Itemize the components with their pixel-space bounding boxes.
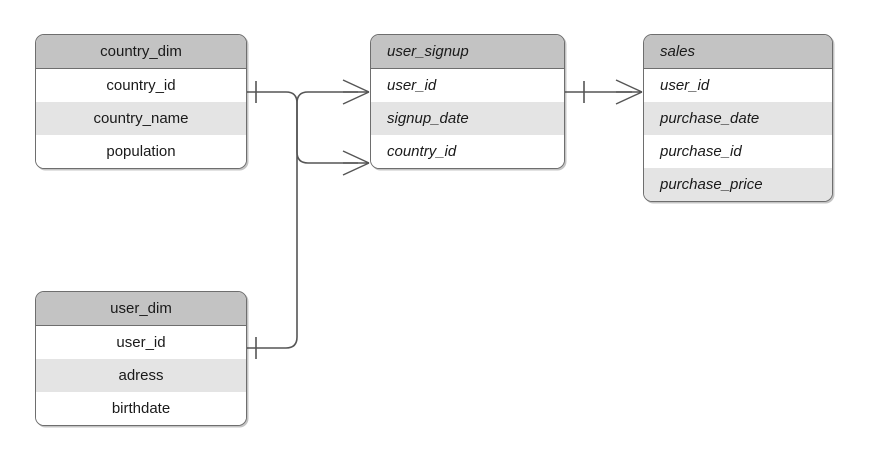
entity-field-country-name[interactable]: country_name: [36, 102, 246, 135]
entity-title-user-signup: user_signup: [371, 35, 564, 69]
entity-user-signup[interactable]: user_signup user_id signup_date country_…: [370, 34, 565, 169]
entity-field-purchase-date[interactable]: purchase_date: [644, 102, 832, 135]
entity-field-birthdate[interactable]: birthdate: [36, 392, 246, 425]
entity-user-dim[interactable]: user_dim user_id adress birthdate: [35, 291, 247, 426]
entity-field-purchase-id[interactable]: purchase_id: [644, 135, 832, 168]
entity-field-purchase-price[interactable]: purchase_price: [644, 168, 832, 201]
cardinality-many-sales-userid: [615, 79, 643, 105]
entity-sales[interactable]: sales user_id purchase_date purchase_id …: [643, 34, 833, 202]
entity-field-country-id[interactable]: country_id: [36, 69, 246, 102]
entity-field-adress[interactable]: adress: [36, 359, 246, 392]
entity-field-signup-country-id[interactable]: country_id: [371, 135, 564, 168]
entity-title-country-dim: country_dim: [36, 35, 246, 69]
relationship-line-userdim-vertical: [247, 103, 298, 349]
entity-field-signup-date[interactable]: signup_date: [371, 102, 564, 135]
entity-title-sales: sales: [644, 35, 832, 69]
relationship-line-country-to-signup-userid: [296, 91, 358, 104]
entity-country-dim[interactable]: country_dim country_id country_name popu…: [35, 34, 247, 169]
entity-title-user-dim: user_dim: [36, 292, 246, 326]
entity-field-user-id[interactable]: user_id: [371, 69, 564, 102]
entity-field-sales-user-id[interactable]: user_id: [644, 69, 832, 102]
cardinality-many-signup-countryid: [342, 150, 370, 176]
cardinality-many-signup-userid: [342, 79, 370, 105]
entity-field-population[interactable]: population: [36, 135, 246, 168]
relationship-line-country-junction: [247, 91, 358, 164]
entity-field-user-dim-user-id[interactable]: user_id: [36, 326, 246, 359]
